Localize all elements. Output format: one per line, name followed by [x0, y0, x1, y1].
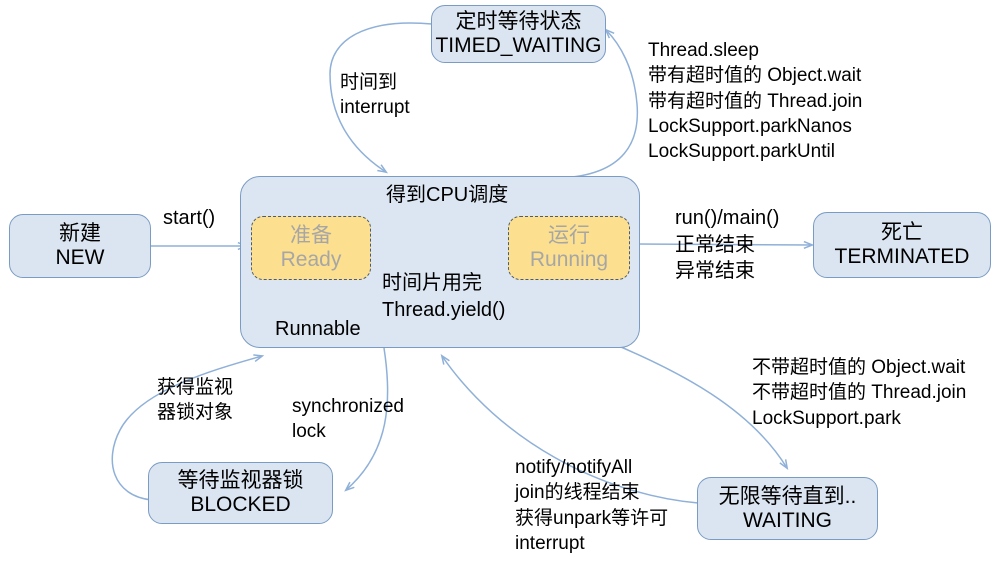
label-yield: 时间片用完 Thread.yield() [382, 270, 505, 323]
label-timed-waiting-in-line1: Thread.sleep [648, 40, 759, 61]
node-blocked-line2: BLOCKED [190, 493, 291, 516]
label-terminate: run()/main() 正常结束 异常结束 [675, 205, 779, 285]
label-waiting-in-line1: 不带超时值的 Object.wait [752, 357, 966, 378]
node-waiting[interactable]: 无限等待直到.. WAITING [697, 477, 878, 540]
label-waiting-out-line2: join的线程结束 [515, 482, 640, 504]
node-runnable-caption: Runnable [275, 318, 361, 340]
node-running-line1: 运行 [548, 224, 590, 248]
node-ready-line1: 准备 [290, 224, 332, 248]
label-blocked-out: 获得监视 器锁对象 [157, 375, 233, 426]
node-new-line1: 新建 [59, 222, 101, 246]
node-blocked[interactable]: 等待监视器锁 BLOCKED [148, 462, 333, 524]
label-start: start() [163, 207, 216, 229]
node-ready[interactable]: 准备 Ready [251, 216, 371, 280]
node-running-line2: Running [529, 248, 609, 271]
node-new-line2: NEW [55, 246, 105, 269]
label-waiting-in-line2: 不带超时值的 Thread.join [752, 382, 967, 404]
label-timed-waiting-out: 时间到 interrupt [340, 70, 410, 121]
node-new[interactable]: 新建 NEW [9, 214, 151, 278]
label-timed-waiting-out-line2: interrupt [340, 97, 410, 119]
label-yield-line2: Thread.yield() [382, 298, 506, 321]
label-yield-line1: 时间片用完 [382, 272, 482, 294]
node-timed-waiting-line1: 定时等待状态 [455, 10, 582, 34]
label-timed-waiting-in: Thread.sleep 带有超时值的 Object.wait 带有超时值的 T… [648, 38, 862, 164]
label-timed-waiting-in-line2: 带有超时值的 Object.wait [648, 65, 862, 87]
label-blocked-out-line2: 器锁对象 [157, 402, 234, 424]
label-waiting-out-line1: notify/notifyAll [515, 457, 633, 478]
label-timed-waiting-in-line5: LockSupport.parkUntil [648, 141, 835, 163]
node-terminated-line2: TERMINATED [834, 245, 970, 268]
label-waiting-out-line3: 获得unpark等许可 [515, 507, 669, 529]
label-terminate-line2: 正常结束 [675, 233, 755, 256]
node-waiting-line2: WAITING [742, 508, 833, 532]
label-blocked-in-line2: lock [292, 421, 326, 443]
label-get-cpu: 得到CPU调度 [386, 184, 509, 206]
label-waiting-out-line4: interrupt [515, 532, 585, 554]
label-blocked-in-line1: synchronized [292, 396, 404, 417]
label-blocked-in: synchronized lock [292, 394, 404, 445]
label-terminate-line3: 异常结束 [675, 260, 755, 283]
node-timed-waiting[interactable]: 定时等待状态 TIMED_WAITING [431, 5, 606, 63]
node-terminated-line1: 死亡 [881, 221, 923, 245]
label-timed-waiting-in-line4: LockSupport.parkNanos [648, 115, 852, 137]
node-terminated[interactable]: 死亡 TERMINATED [813, 212, 991, 278]
label-waiting-in: 不带超时值的 Object.wait 不带超时值的 Thread.join Lo… [752, 355, 966, 431]
node-waiting-line1: 无限等待直到.. [718, 484, 857, 508]
label-waiting-out: notify/notifyAll join的线程结束 获得unpark等许可 i… [515, 455, 668, 556]
node-ready-line2: Ready [280, 248, 342, 271]
label-timed-waiting-in-line3: 带有超时值的 Thread.join [648, 90, 863, 112]
label-blocked-out-line1: 获得监视 [157, 377, 234, 398]
node-timed-waiting-line2: TIMED_WAITING [435, 34, 602, 57]
label-waiting-in-line3: LockSupport.park [752, 407, 901, 429]
label-terminate-line1: run()/main() [675, 207, 780, 229]
label-timed-waiting-out-line1: 时间到 [340, 72, 398, 93]
node-blocked-line1: 等待监视器锁 [177, 469, 304, 493]
node-running[interactable]: 运行 Running [508, 216, 630, 280]
